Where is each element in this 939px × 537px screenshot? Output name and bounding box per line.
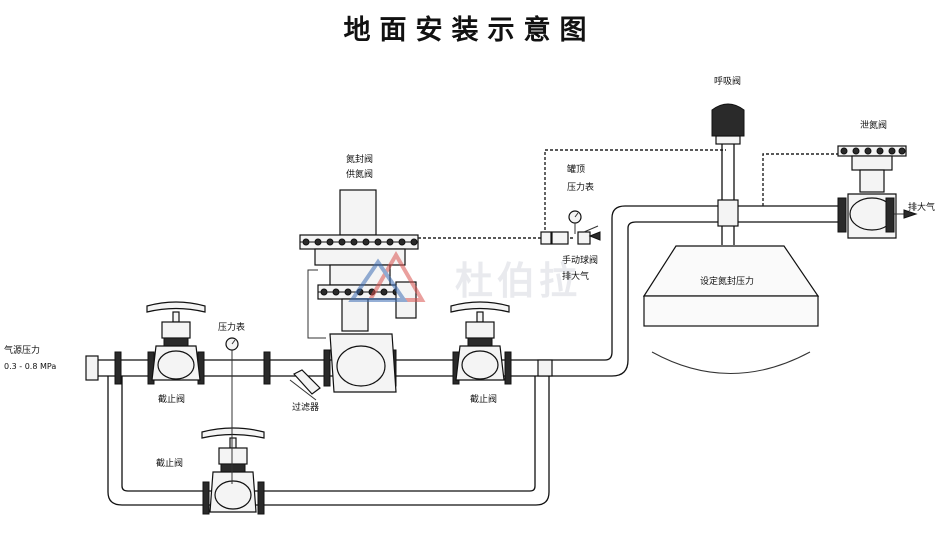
flange — [504, 351, 512, 385]
tee-fitting — [537, 359, 553, 377]
spring-housing — [339, 189, 377, 236]
pressure-gauge-left — [225, 337, 239, 484]
stop-valve-bottom — [201, 427, 265, 513]
bypass-loop-pipe — [107, 376, 550, 506]
vent-to-atmosphere-label: 排大气 — [908, 201, 935, 213]
flange — [263, 351, 271, 385]
labels: 气源压力 0.3 - 0.8 MPa 压力表 过滤器 截止阀 截止阀 截止阀 氮… — [4, 76, 935, 469]
gas-source-pressure-range: 0.3 - 0.8 MPa — [4, 362, 56, 371]
manual-ball-valve — [540, 225, 601, 245]
nitrogen-seal-valve — [299, 189, 419, 393]
stop-valve-bottom-label: 截止阀 — [156, 457, 183, 469]
flange — [257, 481, 265, 515]
flange — [323, 349, 331, 387]
filter — [289, 369, 321, 401]
watermark: 杜伯拉 — [348, 251, 581, 303]
tank-top-label: 罐顶 — [567, 163, 585, 175]
nitrogen-supply-valve-label: 供氮阀 — [346, 168, 373, 180]
relief-valve — [837, 145, 918, 239]
flange — [202, 481, 210, 515]
stop-valve-mid-label: 截止阀 — [470, 393, 497, 405]
stop-valve-left — [146, 301, 206, 381]
stop-valve-mid — [450, 301, 510, 381]
page-title: 地面安装示意图 — [343, 15, 596, 46]
breather-valve — [711, 103, 745, 245]
inlet-flange — [85, 355, 99, 381]
pipe-to-tank — [545, 205, 838, 377]
manual-ball-valve-label: 手动球阀 — [562, 254, 598, 266]
watermark-text: 杜伯拉 — [455, 259, 581, 303]
nitrogen-seal-valve-label: 氮封阀 — [346, 153, 373, 165]
stop-valve-left-label: 截止阀 — [158, 393, 185, 405]
breather-valve-label: 呼吸阀 — [714, 76, 741, 87]
relief-valve-label: 泄氮阀 — [860, 119, 887, 131]
signal-lines — [418, 149, 838, 239]
tank-top-gauge — [568, 210, 582, 234]
tank-top-gauge-label: 压力表 — [567, 181, 594, 193]
pressure-gauge-left-label: 压力表 — [218, 321, 245, 333]
filter-label: 过滤器 — [292, 401, 319, 413]
manual-vent-label: 排大气 — [562, 270, 589, 282]
set-seal-pressure-label: 设定氮封压力 — [700, 275, 754, 287]
flange — [114, 351, 122, 385]
gas-source-label: 气源压力 — [4, 344, 40, 356]
tank — [642, 245, 820, 374]
